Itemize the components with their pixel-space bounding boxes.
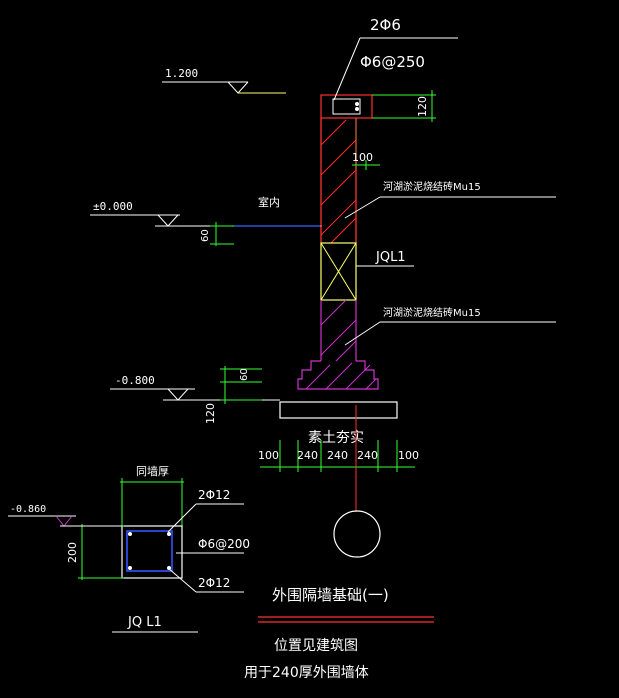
dimension-100-top: 100 [352, 118, 380, 170]
leader-top-rebar: 2Φ6 Φ6@250 [333, 16, 458, 101]
level-section-label: -0.860 [10, 504, 46, 515]
center-axis [333, 405, 381, 558]
level-base-label: -0.800 [115, 374, 155, 387]
dimension-60-left: 60 [200, 222, 234, 246]
section-height-label: 200 [66, 542, 79, 563]
level-ground-label: ±0.000 [93, 200, 133, 213]
title-block: 外围隔墙基础(一) 位置见建筑图 用于240厚外围墙体 [244, 586, 434, 681]
dimension-120-top: 120 [372, 90, 436, 122]
note-position: 位置见建筑图 [274, 638, 358, 654]
section-jql1: 同墙厚 2Φ12 Φ6@200 2Φ12 200 -0.860 JQ L1 [8, 464, 250, 633]
section-tie [126, 530, 173, 572]
drawing-title: 外围隔墙基础(一) [272, 586, 389, 604]
rebar-top-label: 2Φ6 [370, 16, 401, 34]
leader-material-lower: 河湖淤泥烧结砖Mu15 [344, 306, 556, 346]
section-width-label: 同墙厚 [136, 464, 169, 478]
section-name-label: JQ L1 [127, 615, 162, 630]
section-stirrup-label: Φ6@200 [198, 537, 250, 551]
section-rebar-top-label: 2Φ12 [198, 488, 230, 502]
dim-120-right-text: 120 [204, 403, 217, 424]
bottom-dim-4: 100 [398, 449, 419, 462]
wall-column [279, 94, 398, 419]
bottom-dim-0: 100 [258, 449, 279, 462]
section-outline [121, 525, 183, 579]
axis-bubble [333, 510, 381, 558]
bottom-dim-1: 240 [297, 449, 318, 462]
bottom-dimension-chain: 100 240 240 240 100 [258, 440, 419, 472]
leader-beam: JQL1 [356, 250, 414, 267]
lower-wall-hatch [320, 299, 357, 362]
material-upper-label: 河湖淤泥烧结砖Mu15 [383, 180, 481, 193]
top-ring-beam [320, 94, 373, 119]
beam-label: JQL1 [375, 250, 406, 265]
level-top-label: 1.200 [165, 67, 198, 80]
stepped-footing [297, 360, 379, 390]
bottom-dim-2: 240 [327, 449, 348, 462]
foundation-label: 素土夯实 [308, 430, 364, 446]
upper-wall-hatch [320, 119, 357, 244]
dim-120-top-text: 120 [416, 96, 429, 117]
material-lower-label: 河湖淤泥烧结砖Mu15 [383, 306, 481, 319]
dimension-base-right: 60 120 [204, 366, 262, 424]
level-marker-top: 1.200 [162, 67, 286, 94]
dim-100-top-text: 100 [352, 151, 373, 164]
footing-pad [279, 401, 398, 419]
bottom-dim-3: 240 [357, 449, 378, 462]
jql1-beam [320, 242, 357, 301]
stirrup-top-label: Φ6@250 [360, 53, 425, 71]
level-marker-base: -0.800 [110, 374, 280, 401]
dim-60-right-text: 60 [239, 368, 250, 381]
leader-material-upper: 河湖淤泥烧结砖Mu15 [344, 180, 556, 219]
indoor-label: 室内 [258, 195, 280, 209]
section-rebar-bottom-label: 2Φ12 [198, 576, 230, 590]
dim-60-left-text: 60 [200, 229, 211, 242]
level-marker-ground: ±0.000 [90, 200, 322, 227]
note-use: 用于240厚外围墙体 [244, 665, 369, 681]
